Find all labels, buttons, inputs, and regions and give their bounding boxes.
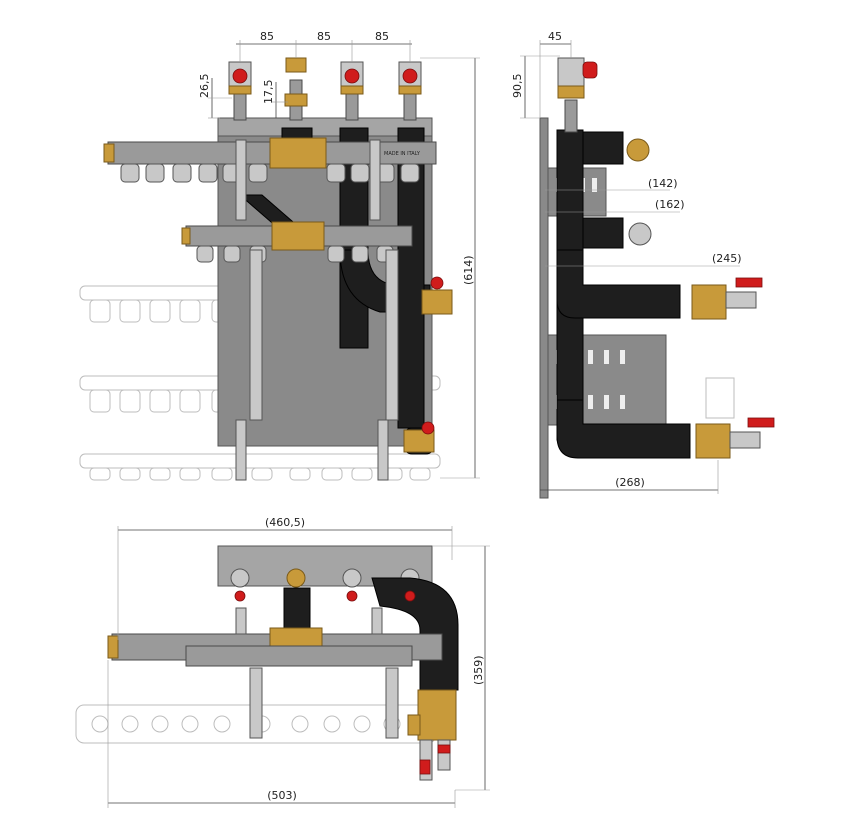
side-view: 45 90,5 (142) (162) (245) (268) — [511, 30, 775, 499]
dim-bottom-depth: (359) — [472, 655, 485, 685]
bracket-slot — [592, 178, 597, 192]
plate-label: MADE IN ITALY — [384, 151, 421, 157]
ghost-fitting — [181, 715, 199, 733]
bracket-slot — [588, 350, 593, 364]
bracket-slot — [620, 350, 625, 364]
ghost-fitting — [91, 715, 109, 733]
outlet-fitting — [120, 163, 140, 183]
dim-spacing-3: 85 — [375, 30, 389, 43]
dim-union-height: 17,5 — [262, 80, 275, 105]
lower-manifold — [181, 221, 413, 263]
dim-side-offset: 45 — [548, 30, 562, 43]
bottom-dimensions: (460,5) (359) (503) — [107, 516, 490, 808]
ghost-fitting — [89, 299, 111, 323]
ghost-fitting — [291, 715, 309, 733]
ghost-fitting — [213, 715, 231, 733]
bottom-view: (460,5) (359) (503) — [75, 516, 490, 808]
bracket-slot — [588, 395, 593, 409]
ghost-fitting — [179, 467, 201, 481]
ghost-fitting — [89, 467, 111, 481]
front-view: MADE IN ITALY 85 85 85 26,5 17,5 (614) — [79, 30, 480, 481]
outlet-fitting — [327, 245, 345, 263]
outlet-fitting — [196, 245, 214, 263]
ghost-fitting — [321, 467, 343, 481]
dim-spacing-2: 85 — [317, 30, 331, 43]
bottom-valve — [403, 429, 435, 453]
ghost-fitting — [119, 299, 141, 323]
side-dimensions: 45 90,5 (142) (162) (245) (268) — [511, 30, 742, 494]
outlet-fitting — [350, 163, 370, 183]
ghost-fitting — [179, 299, 201, 323]
dim-spacing-1: 85 — [260, 30, 274, 43]
side-valve-handle — [582, 61, 598, 79]
outlet-fitting — [326, 163, 346, 183]
dim-bottom-width: (460,5) — [265, 516, 305, 529]
ghost-fitting — [149, 299, 171, 323]
dim-depth-142: (142) — [648, 177, 678, 190]
bracket-slot — [604, 350, 609, 364]
bracket-slot — [604, 395, 609, 409]
side-valve — [421, 289, 453, 315]
dim-depth-162: (162) — [655, 198, 685, 211]
outlet-fitting — [400, 163, 420, 183]
ghost-fitting — [351, 467, 373, 481]
outlet-fitting — [145, 163, 165, 183]
ghost-fitting — [211, 467, 233, 481]
outlet-fitting — [223, 245, 241, 263]
ghost-fitting — [179, 389, 201, 413]
brackets — [235, 139, 399, 481]
ghost-fitting — [149, 389, 171, 413]
outlet-fitting — [351, 245, 369, 263]
ghost-fitting — [151, 715, 169, 733]
outlet-fitting — [198, 163, 218, 183]
ghost-fitting — [251, 467, 273, 481]
plate-top-bar — [217, 117, 433, 137]
ghost-fitting — [289, 467, 311, 481]
dim-valve-height: 26,5 — [198, 74, 211, 99]
dim-overall-height: (614) — [462, 255, 475, 285]
gauge — [626, 138, 650, 162]
ghost-fitting — [119, 467, 141, 481]
riser-valves — [228, 57, 422, 121]
outlet-fitting — [172, 163, 192, 183]
ghost-fitting — [409, 467, 431, 481]
upper-manifold — [103, 137, 437, 183]
ghost-fitting — [149, 467, 171, 481]
ghost-fitting — [89, 389, 111, 413]
ghost-fitting — [119, 389, 141, 413]
front-dimensions: 85 85 85 26,5 17,5 (614) — [198, 30, 480, 479]
dim-overall-width: (503) — [267, 789, 297, 802]
dim-depth-245: (245) — [712, 252, 742, 265]
dim-side-valve-height: 90,5 — [511, 74, 524, 99]
ghost-fitting — [323, 715, 341, 733]
outlet-fitting — [248, 163, 268, 183]
ghost-fitting — [121, 715, 139, 733]
bracket-slot — [620, 395, 625, 409]
side-plate — [539, 117, 549, 499]
dim-overall-depth: (268) — [615, 476, 645, 489]
ghost-fitting — [353, 715, 371, 733]
